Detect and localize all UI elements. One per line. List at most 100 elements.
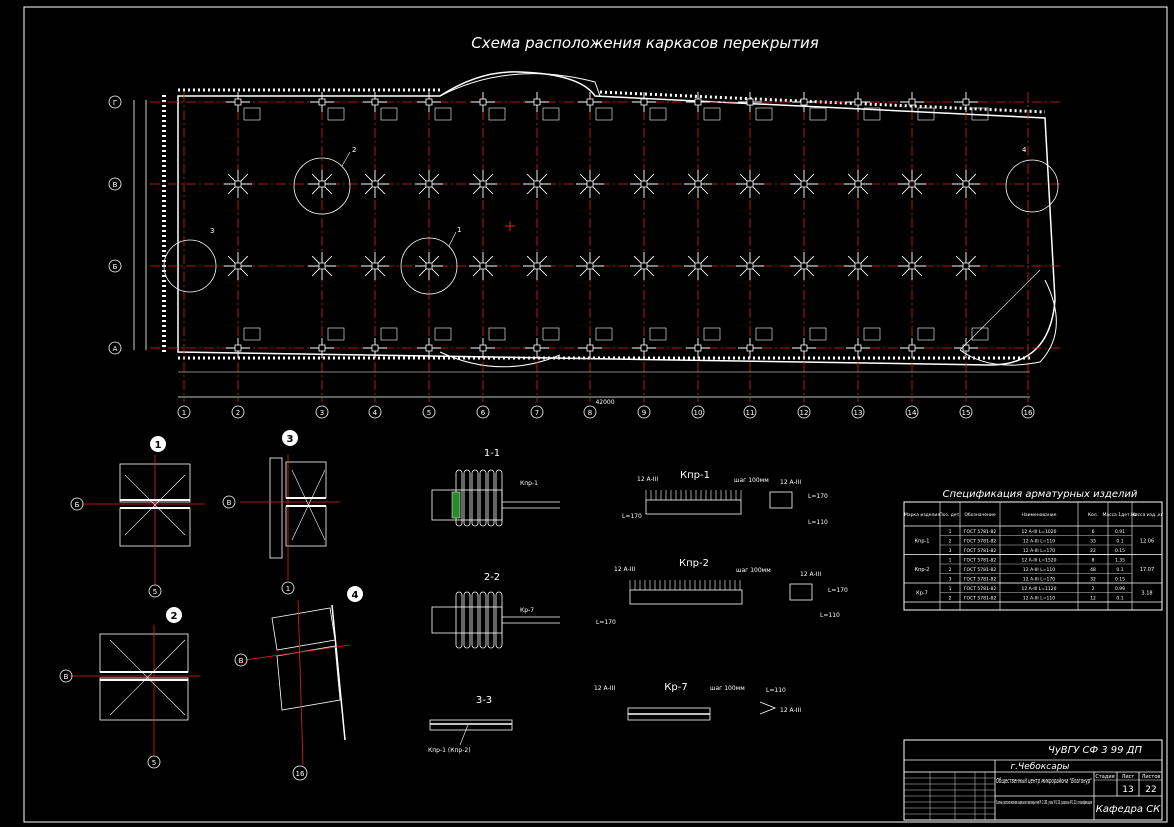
node-2-axis-number: 5 <box>152 759 156 767</box>
edge-column <box>578 92 613 121</box>
column-star <box>308 252 336 280</box>
column-star <box>415 170 443 198</box>
column-star <box>361 170 389 198</box>
edge-column <box>363 327 398 358</box>
spec-header: Кол. <box>1088 512 1098 518</box>
axis-number-label: 15 <box>962 409 971 417</box>
edge-column <box>738 92 773 121</box>
edge-column <box>578 327 613 358</box>
stamp-sheet-header: Лист <box>1122 774 1135 780</box>
stamp-city: г.Чебоксары <box>1010 762 1069 772</box>
column-star <box>736 170 764 198</box>
edge-column <box>310 92 345 121</box>
spec-cell: 12 А-III L=110 <box>1023 567 1055 573</box>
spec-total: 12.06 <box>1140 538 1154 544</box>
column-star <box>952 252 980 280</box>
cage-kpr-1-rebar: 12 А-III <box>637 476 658 483</box>
spec-cell: 6 <box>1092 529 1095 535</box>
spec-cell: 12 А-III L=1020 <box>1021 529 1056 535</box>
axis-number-label: 16 <box>1024 409 1033 417</box>
node-4-axis-letter: В <box>239 657 244 665</box>
spec-cell: 12 <box>1090 596 1096 602</box>
axis-number-label: 4 <box>373 409 378 417</box>
stamp-sheets-header: Листов <box>1142 774 1161 780</box>
cage-kpr-1-side-l110: L=110 <box>808 519 828 526</box>
column-nodes <box>224 92 989 358</box>
stamp-code: ЧуВГУ СФ 3 99 ДП <box>1048 745 1143 756</box>
section-1-1: 1-1 Кпр-1 <box>431 448 560 527</box>
axis-number-label: 7 <box>535 409 539 417</box>
node-2-axis-letter: В <box>64 673 69 681</box>
node-detail-1: 1 Б 5 <box>70 436 205 598</box>
axis-number-label: 13 <box>854 409 863 417</box>
column-star <box>469 252 497 280</box>
cage-kpr-1-l170: L=170 <box>622 513 642 520</box>
column-star <box>684 170 712 198</box>
cage-kpr-2-title: Кпр-2 <box>679 558 709 569</box>
spec-header: Обозначение <box>964 512 995 518</box>
column-star <box>523 170 551 198</box>
spec-cell: 2 <box>1092 586 1095 592</box>
cage-kpr-2-side-l110: L=110 <box>820 612 840 619</box>
spec-header: Поз. дет. <box>939 512 960 518</box>
spec-cell: 2 <box>949 539 952 545</box>
sheet-frame <box>23 6 1168 823</box>
node-3-axis-number: 1 <box>286 585 290 593</box>
edge-column <box>686 327 721 358</box>
column-star <box>630 252 658 280</box>
edge-column <box>846 327 881 358</box>
spec-mark: Кр-7 <box>916 591 928 597</box>
section-1-1-label: Кпр-1 <box>520 480 538 487</box>
spec-cell: 8 <box>1092 558 1095 564</box>
spec-cell: 1 <box>949 586 952 592</box>
cage-kr-7-rebar: 12 А-III <box>594 685 615 692</box>
section-2-2-title: 2-2 <box>484 572 500 583</box>
plan-callout-label-4: 4 <box>1022 146 1027 154</box>
building-outline <box>177 71 1056 366</box>
stamp-department: Кафедра СК <box>1096 804 1161 815</box>
curved-facade-right <box>959 279 1057 366</box>
axis-number-label: 14 <box>908 409 917 417</box>
spec-cell: 3 <box>949 548 952 554</box>
axis-letter-label: Г <box>113 99 117 107</box>
section-3-3-label: Кпр-1 (Кпр-2) <box>428 747 471 754</box>
axis-number-label: 1 <box>182 409 186 417</box>
node-detail-3: 3 В 1 <box>222 430 340 595</box>
spec-cell: 32 <box>1090 577 1096 583</box>
edge-column <box>226 327 261 358</box>
section-2-2: 2-2 Кр-7 <box>431 572 560 649</box>
cage-kr-7-step: шаг 100мм <box>710 685 745 692</box>
node-detail-2: 2 В 5 <box>59 607 200 769</box>
section-3-3: 3-3 Кпр-1 (Кпр-2) <box>428 695 513 754</box>
node-1-axis-number: 5 <box>153 588 157 596</box>
spec-cell: 12 А-III L=110 <box>1023 539 1055 545</box>
spec-mark: Кпр-1 <box>915 538 930 544</box>
spec-cell: 1.35 <box>1115 558 1125 564</box>
spec-cell: 2 <box>949 567 952 573</box>
spec-title: Спецификация арматурных изделий <box>943 489 1138 500</box>
cage-kr-7-title: Кр-7 <box>664 682 687 693</box>
axis-letter-label: Б <box>113 263 118 271</box>
section-3-3-title: 3-3 <box>476 695 492 706</box>
axis-letter-label: В <box>113 181 118 189</box>
spec-cell: 0.15 <box>1115 548 1125 554</box>
spec-cell: ГОСТ 5781-82 <box>964 586 997 592</box>
spec-cell: ГОСТ 5781-82 <box>964 567 997 573</box>
column-star <box>684 252 712 280</box>
plan-callout-circle-3 <box>163 239 217 293</box>
cage-kpr-1-step: шаг 100мм <box>734 477 769 484</box>
edge-column <box>846 92 881 121</box>
column-star <box>630 170 658 198</box>
stamp-sheets-total: 22 <box>1145 785 1156 795</box>
spec-cell: 0.99 <box>1115 586 1125 592</box>
plan-callout-circle-2 <box>293 157 351 215</box>
node-1-axis-letter: Б <box>75 501 80 509</box>
spec-header: Масса 1дет.,кг <box>1102 512 1138 518</box>
spec-cell: 12 А-III L=1520 <box>1021 558 1056 564</box>
column-star <box>469 170 497 198</box>
spec-cell: 22 <box>1090 548 1096 554</box>
title-block: ЧуВГУ СФ 3 99 ДП г.Чебоксары Общественны… <box>903 739 1163 821</box>
edge-column <box>792 92 827 121</box>
section-1-1-title: 1-1 <box>484 448 500 459</box>
